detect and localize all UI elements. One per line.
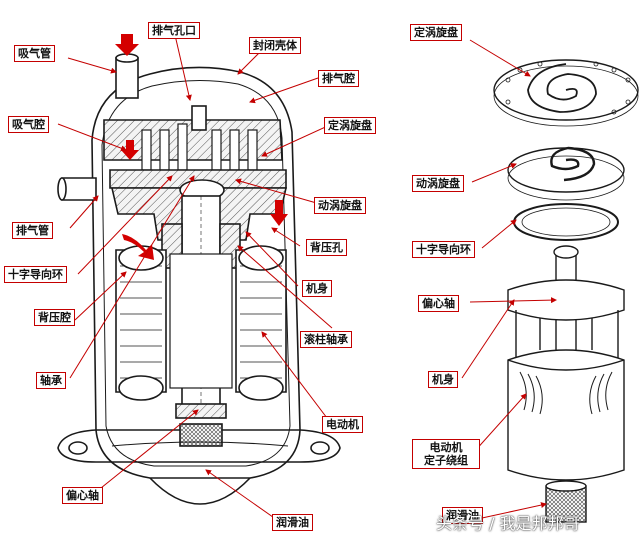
label-oldham-ring-left: 十字导向环 (4, 266, 67, 283)
fixed-scroll-bolt-holes (505, 61, 631, 115)
leader-lines-right (461, 39, 557, 519)
suction-chamber-arrow (121, 140, 139, 160)
label-discharge-chamber: 排气腔 (318, 70, 359, 87)
orbiting-scroll-disk-side (507, 155, 625, 201)
suction-pipe-body (115, 57, 139, 99)
stator-winding-coils (519, 371, 613, 415)
label-orbiting-scroll-right: 动涡旋盘 (412, 175, 464, 192)
label-discharge-pipe: 排气管 (12, 222, 53, 239)
label-eccentric-shaft-right: 偏心轴 (418, 295, 459, 312)
mounting-base (57, 429, 341, 463)
label-lubricant-left: 润滑油 (272, 514, 313, 531)
label-back-pressure-chamber: 背压腔 (34, 309, 75, 326)
label-orbiting-scroll-left: 动涡旋盘 (314, 197, 366, 214)
fixed-scroll-disk-edge (493, 65, 639, 127)
suction-inflow-arrow (115, 34, 139, 56)
orbiting-scroll-spiral (550, 146, 596, 182)
shell-inner-wall (101, 79, 291, 467)
leader-lines-left (57, 34, 333, 523)
oldham-ring-inner (521, 207, 611, 237)
coil-end-left (118, 245, 164, 271)
base-hole-left (68, 441, 88, 455)
discharge-pipe-body (61, 177, 97, 201)
oil-strainer (179, 423, 223, 447)
label-bearing: 轴承 (36, 372, 66, 389)
label-sealed-shell: 封闭壳体 (249, 37, 301, 54)
compressor-cross-section (57, 53, 341, 505)
shaft-top-cap (553, 245, 579, 259)
lower-bearing (175, 403, 227, 419)
label-fixed-scroll-right: 定涡旋盘 (410, 24, 462, 41)
exploded-frame (507, 279, 625, 321)
motor-rotor (169, 253, 233, 389)
label-suction-pipe: 吸气管 (14, 45, 55, 62)
coil-end-left-bottom (118, 375, 164, 401)
label-suction-chamber: 吸气腔 (8, 116, 49, 133)
coil-end-right (238, 245, 284, 271)
label-stator-winding: 电动机 定子绕组 (412, 439, 480, 469)
label-roller-bearing: 滚柱轴承 (300, 331, 352, 348)
discharge-pipe-mouth (57, 177, 67, 201)
stator-housing-top (507, 359, 625, 371)
coil-end-right-bottom (238, 375, 284, 401)
oil-level (111, 441, 289, 447)
discharge-down-arrow (270, 200, 288, 226)
label-back-pressure-hole: 背压孔 (306, 239, 347, 256)
fixed-scroll-spiral (527, 63, 597, 113)
frame-legs (515, 310, 619, 360)
flow-arrows (115, 34, 288, 260)
label-motor: 电动机 (322, 416, 363, 433)
label-exhaust-port: 排气孔口 (148, 22, 200, 39)
scroll-teeth (141, 123, 258, 171)
stator-housing (507, 349, 625, 481)
oldham-ring (513, 203, 619, 241)
exploded-view (493, 59, 639, 523)
bottom-dome (149, 477, 251, 505)
watermark: 头条号 / 我是邦邦哥 (436, 514, 580, 533)
label-fixed-scroll-left: 定涡旋盘 (324, 117, 376, 134)
label-frame-right: 机身 (428, 371, 458, 388)
label-lubricant-right: 润滑油 (442, 507, 483, 524)
oil-strainer-top (545, 480, 587, 492)
label-frame-left: 机身 (302, 280, 332, 297)
label-eccentric-shaft-left: 偏心轴 (62, 487, 103, 504)
base-hole-right (310, 441, 330, 455)
label-oldham-ring-right: 十字导向环 (412, 241, 475, 258)
exhaust-port-opening (191, 105, 207, 131)
